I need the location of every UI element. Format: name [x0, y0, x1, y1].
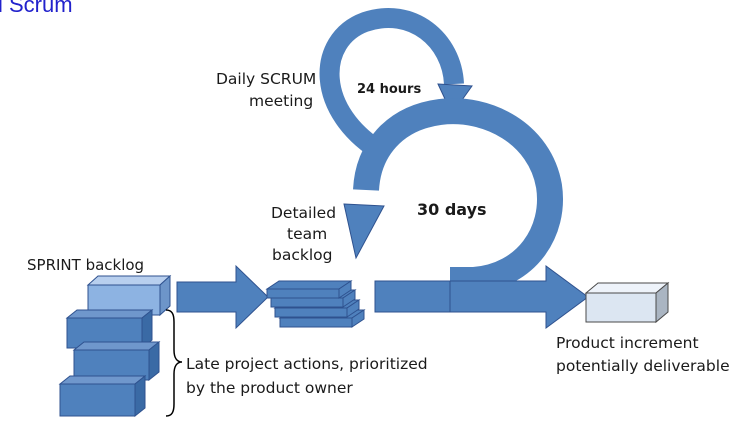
late-actions-label-line2: by the product owner [186, 379, 353, 397]
output-arrow [449, 265, 589, 329]
team-backlog-stack [265, 280, 366, 328]
sprint-loop-arc [353, 98, 563, 293]
sprint-entry-bar [374, 280, 451, 313]
sprint-backlog-label: SPRINT backlog [27, 256, 145, 274]
late-actions-stack [58, 308, 161, 418]
detailed-backlog-label-line2: team [287, 225, 328, 243]
late-actions-label-line1: Late project actions, prioritized [186, 355, 428, 373]
product-increment-box [584, 281, 670, 324]
product-increment-label-line1: Product increment [556, 334, 699, 352]
days-label: 30 days [417, 200, 487, 219]
sprint-backlog-top-box [86, 274, 172, 317]
detailed-backlog-label-line3: backlog [272, 246, 333, 264]
sprint-loop-arrowhead [343, 203, 385, 260]
daily-scrum-label-line1: Daily SCRUM [216, 70, 317, 88]
product-increment-label-line2: potentially deliverable [556, 357, 730, 375]
hours-label: 24 hours [357, 82, 422, 97]
detailed-backlog-label-line1: Detailed [271, 204, 337, 222]
daily-scrum-label-line2: meeting [249, 92, 314, 110]
page-title-fragment: l Scrum [0, 0, 73, 17]
daily-loop-arc [319, 8, 464, 162]
brace [165, 309, 183, 417]
backlog-to-team-arrow [176, 264, 269, 330]
